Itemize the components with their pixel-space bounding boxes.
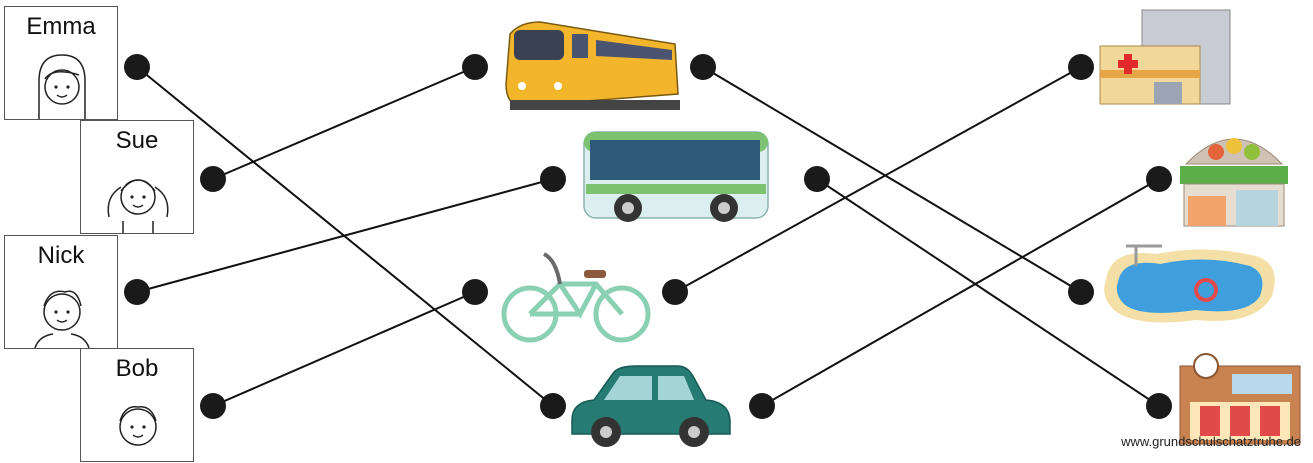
link-sue-train <box>212 66 476 180</box>
person-name-bob: Bob <box>115 355 159 382</box>
dot-school[interactable] <box>1146 393 1172 419</box>
person-name-emma: Emma <box>26 13 96 40</box>
link-bicycle-hospital <box>674 66 1082 293</box>
dot-bus-right[interactable] <box>804 166 830 192</box>
bus-icon <box>583 131 769 222</box>
dot-emma[interactable] <box>124 54 150 80</box>
bicycle-icon <box>501 252 651 343</box>
person-card-nick: Nick <box>4 235 118 349</box>
link-bob-bicycle <box>212 291 476 407</box>
dot-train-right[interactable] <box>690 54 716 80</box>
person-name-nick: Nick <box>37 242 85 269</box>
dot-train-left[interactable] <box>462 54 488 80</box>
boy-face-icon <box>119 406 157 446</box>
girl-face-icon <box>38 54 86 119</box>
school-icon <box>1179 353 1301 445</box>
person-name-sue: Sue <box>115 127 159 154</box>
link-nick-bus <box>136 178 554 293</box>
dot-car-left[interactable] <box>540 393 566 419</box>
person-card-emma: Emma <box>4 6 118 120</box>
dot-hospital[interactable] <box>1068 54 1094 80</box>
person-card-bob: Bob <box>80 348 194 462</box>
dot-nick[interactable] <box>124 279 150 305</box>
dot-bicycle-left[interactable] <box>462 279 488 305</box>
dot-bus-left[interactable] <box>540 166 566 192</box>
dot-shop[interactable] <box>1146 166 1172 192</box>
link-train-pool <box>702 66 1082 293</box>
dot-car-right[interactable] <box>749 393 775 419</box>
car-icon <box>571 365 731 447</box>
website-credit: www.grundschulschatztruhe.de <box>1121 434 1301 449</box>
swimming-pool-icon <box>1104 244 1275 323</box>
dot-bicycle-right[interactable] <box>662 279 688 305</box>
train-icon <box>505 21 680 110</box>
boy-face-icon <box>34 290 90 349</box>
hospital-icon <box>1099 9 1231 105</box>
dot-bob[interactable] <box>200 393 226 419</box>
girl-pigtails-face-icon <box>107 179 169 233</box>
dot-sue[interactable] <box>200 166 226 192</box>
link-bus-school <box>816 178 1160 407</box>
person-card-sue: Sue <box>80 120 194 234</box>
shop-icon <box>1180 138 1288 227</box>
dot-pool[interactable] <box>1068 279 1094 305</box>
link-car-shop <box>761 178 1160 407</box>
